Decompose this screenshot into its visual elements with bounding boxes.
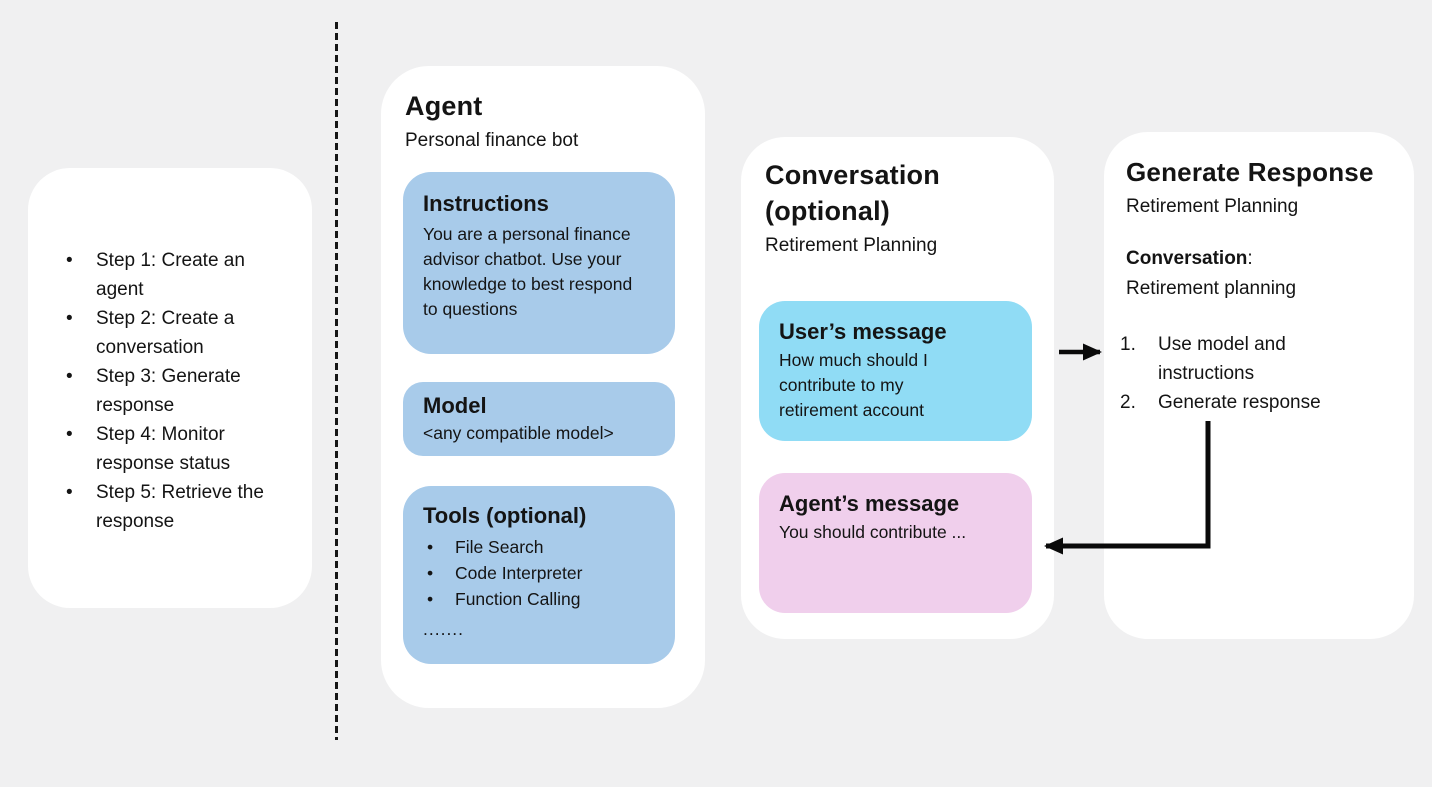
tool-item: • Function Calling bbox=[423, 586, 655, 612]
conversation-label: Conversation bbox=[1126, 248, 1248, 269]
generate-step-text: Generate response bbox=[1158, 392, 1321, 413]
generate-steps-list: 1. Use model and instructions 2. Generat… bbox=[1120, 330, 1390, 417]
list-number: 2. bbox=[1120, 392, 1136, 413]
model-body: <any compatible model> bbox=[423, 423, 614, 443]
tools-box: Tools (optional) • File Search • Code In… bbox=[403, 486, 675, 664]
agent-message-box: Agent’s message You should contribute ..… bbox=[759, 473, 1032, 613]
bullet-marker: • bbox=[66, 366, 73, 387]
conversation-colon: : bbox=[1247, 248, 1253, 269]
bullet-marker: • bbox=[66, 250, 73, 271]
bullet-marker: • bbox=[66, 308, 73, 329]
agent-card: Agent Personal finance bot Instructions … bbox=[381, 66, 705, 708]
steps-list: • Step 1: Create an agent • Step 2: Crea… bbox=[66, 246, 302, 536]
agent-title: Agent bbox=[405, 91, 483, 121]
tool-item: • Code Interpreter bbox=[423, 560, 655, 586]
list-number: 1. bbox=[1120, 334, 1136, 355]
tools-title: Tools (optional) bbox=[423, 503, 587, 528]
agent-message-title: Agent’s message bbox=[779, 491, 960, 516]
tool-text: File Search bbox=[455, 537, 544, 557]
steps-panel: • Step 1: Create an agent • Step 2: Crea… bbox=[28, 168, 312, 608]
conversation-reference: Conversation: Retirement planning bbox=[1126, 244, 1386, 304]
instructions-box: Instructions You are a personal finance … bbox=[403, 172, 675, 354]
conversation-subtitle: Retirement Planning bbox=[765, 235, 938, 256]
generate-response-card: Generate Response Retirement Planning Co… bbox=[1104, 132, 1414, 639]
user-message-body: How much should I contribute to my retir… bbox=[779, 350, 928, 420]
step-text: Step 2: Create a conversation bbox=[96, 308, 235, 358]
model-title: Model bbox=[423, 393, 487, 418]
instructions-body: You are a personal finance advisor chatb… bbox=[423, 224, 633, 319]
tool-text: Function Calling bbox=[455, 589, 581, 609]
tools-ellipsis: ....... bbox=[423, 619, 465, 639]
tools-list: • File Search • Code Interpreter • Funct… bbox=[423, 534, 655, 612]
step-text: Step 4: Monitor response status bbox=[96, 424, 231, 474]
instructions-title: Instructions bbox=[423, 191, 549, 216]
bullet-marker: • bbox=[427, 563, 434, 583]
generate-title: Generate Response bbox=[1126, 157, 1374, 187]
conversation-reference-label-line: Conversation: bbox=[1126, 244, 1386, 274]
step-item: • Step 2: Create a conversation bbox=[66, 304, 302, 362]
tool-text: Code Interpreter bbox=[455, 563, 583, 583]
agent-subtitle: Personal finance bot bbox=[405, 130, 579, 151]
conversation-card: Conversation (optional) Retirement Plann… bbox=[741, 137, 1054, 639]
dashed-divider bbox=[335, 22, 338, 740]
conversation-card-header: Conversation (optional) Retirement Plann… bbox=[765, 157, 980, 259]
model-box: Model <any compatible model> bbox=[403, 382, 675, 456]
conversation-title: Conversation (optional) bbox=[765, 160, 940, 226]
bullet-marker: • bbox=[66, 424, 73, 445]
generate-card-header: Generate Response Retirement Planning bbox=[1126, 154, 1401, 220]
step-text: Step 3: Generate response bbox=[96, 366, 241, 416]
conversation-value: Retirement planning bbox=[1126, 278, 1297, 299]
step-text: Step 1: Create an agent bbox=[96, 250, 245, 300]
generate-step-item: 2. Generate response bbox=[1120, 388, 1390, 417]
user-message-title: User’s message bbox=[779, 319, 947, 344]
step-text: Step 5: Retrieve the response bbox=[96, 482, 264, 532]
bullet-marker: • bbox=[66, 482, 73, 503]
generate-subtitle: Retirement Planning bbox=[1126, 196, 1299, 217]
step-item: • Step 1: Create an agent bbox=[66, 246, 302, 304]
bullet-marker: • bbox=[427, 589, 434, 609]
bullet-marker: • bbox=[427, 537, 434, 557]
tool-item: • File Search bbox=[423, 534, 655, 560]
step-item: • Step 4: Monitor response status bbox=[66, 420, 302, 478]
step-item: • Step 5: Retrieve the response bbox=[66, 478, 302, 536]
user-message-box: User’s message How much should I contrib… bbox=[759, 301, 1032, 441]
generate-step-item: 1. Use model and instructions bbox=[1120, 330, 1390, 388]
step-item: • Step 3: Generate response bbox=[66, 362, 302, 420]
agent-message-body: You should contribute ... bbox=[779, 522, 967, 542]
generate-step-text: Use model and instructions bbox=[1158, 334, 1286, 384]
agent-card-header: Agent Personal finance bot bbox=[405, 88, 685, 154]
